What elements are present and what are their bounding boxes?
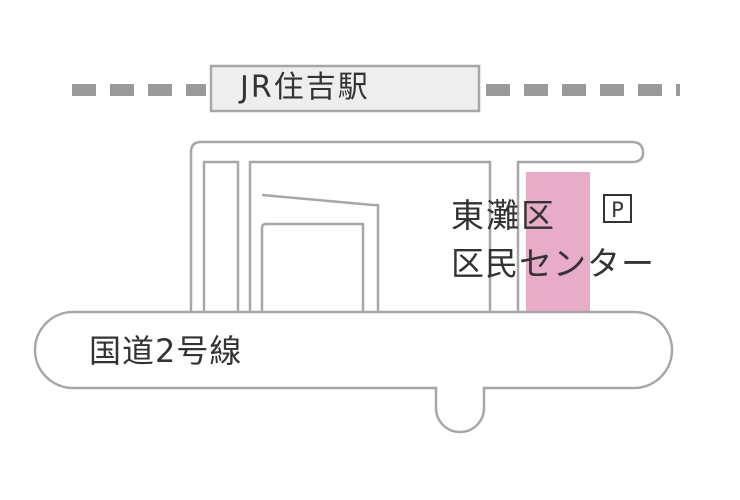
- facility-block: [526, 172, 590, 312]
- facility-name-line1: 東灘区: [451, 196, 556, 235]
- parking-sign: P: [603, 194, 632, 223]
- street-block-inner: [260, 222, 365, 312]
- street-network: [189, 140, 645, 312]
- street-block-diagonal: [261, 193, 380, 312]
- street-outer-outline: [189, 140, 645, 312]
- street-block-west: [202, 160, 240, 312]
- parking-icon: P: [611, 198, 624, 222]
- station-box: [209, 64, 481, 113]
- road-name: 国道2号線: [89, 332, 243, 370]
- station-name: JR住吉駅: [240, 70, 370, 105]
- national-route-2-road: [33, 310, 674, 434]
- facility-name-line2: 区民センター: [451, 244, 655, 283]
- parking-sign-frame: [603, 194, 632, 223]
- street-block-east-outline: [248, 160, 492, 312]
